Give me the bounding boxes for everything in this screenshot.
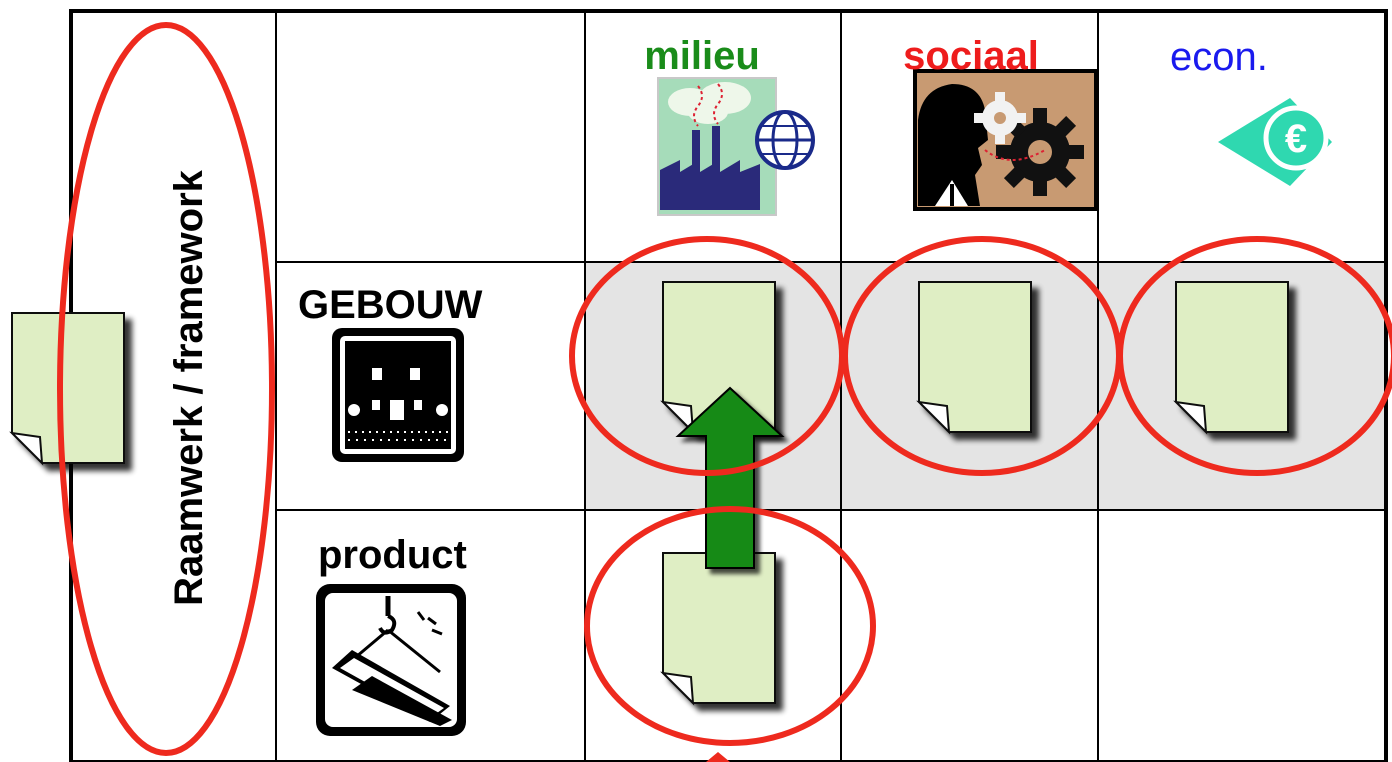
euro-coin-icon: €	[1218, 98, 1332, 186]
bottom-red-marker	[706, 752, 730, 762]
column-header-econ: econ.	[1170, 35, 1268, 79]
framework-highlight-ellipse	[57, 22, 275, 756]
highlight-ellipses	[57, 22, 1392, 756]
aggregation-arrow	[675, 386, 785, 569]
gebouw-econ-highlight-ellipse	[1117, 236, 1392, 476]
column-header-milieu: milieu	[644, 34, 760, 78]
product-milieu-document	[662, 552, 776, 704]
framework-side-label: Raamwerk / framework	[167, 170, 211, 606]
framework-document	[11, 312, 125, 464]
person-gears-icon	[913, 69, 1098, 211]
product-milieu-highlight-ellipse	[584, 506, 876, 746]
house-icon	[332, 328, 464, 462]
column-header-sociaal: sociaal	[903, 34, 1039, 78]
svg-text:€: €	[1285, 117, 1307, 161]
gebouw-sociaal-document	[918, 281, 1032, 433]
gebouw-econ-document	[1175, 281, 1289, 433]
row-header-gebouw: GEBOUW	[298, 283, 483, 327]
crane-beam-icon	[316, 584, 466, 736]
row-header-product: product	[318, 533, 467, 577]
factory-globe-icon	[657, 77, 815, 216]
